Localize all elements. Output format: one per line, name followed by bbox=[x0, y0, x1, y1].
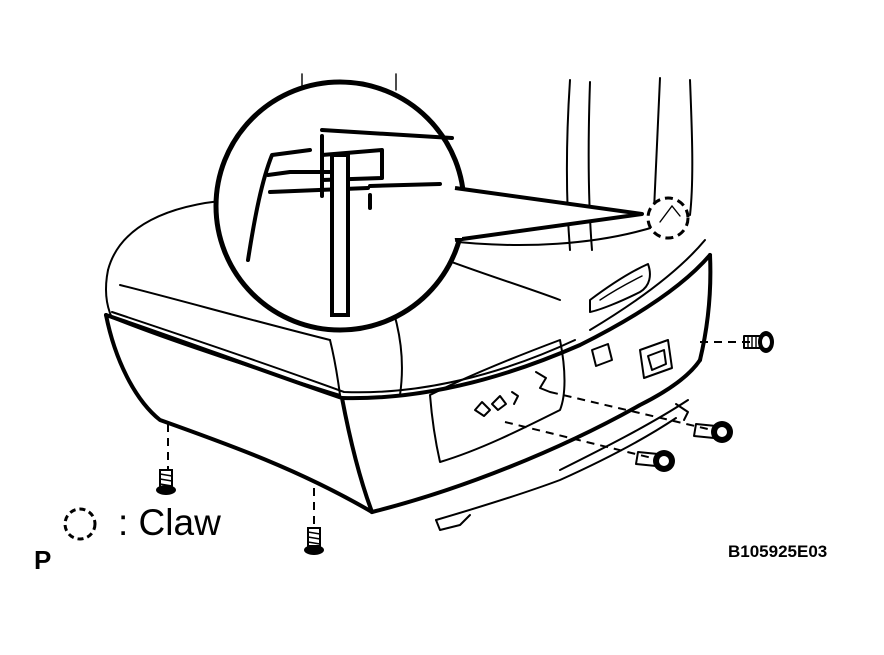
dashed-circle-icon bbox=[63, 507, 97, 541]
bolt-left bbox=[156, 469, 176, 495]
bolt-center bbox=[304, 527, 324, 555]
figure-code: B105925E03 bbox=[728, 542, 828, 561]
claw-detail-callout bbox=[213, 79, 644, 333]
claw-location-marker bbox=[646, 196, 690, 240]
bolt-right-upper bbox=[743, 331, 774, 353]
seat-rail bbox=[435, 399, 689, 531]
seatback bbox=[301, 73, 694, 251]
bolt-right-lower bbox=[635, 450, 675, 472]
view-letter: P bbox=[34, 545, 52, 575]
legend-claw-label: : Claw bbox=[118, 502, 221, 543]
bolt-right-middle bbox=[693, 421, 733, 443]
seat-side-panel bbox=[104, 239, 713, 514]
